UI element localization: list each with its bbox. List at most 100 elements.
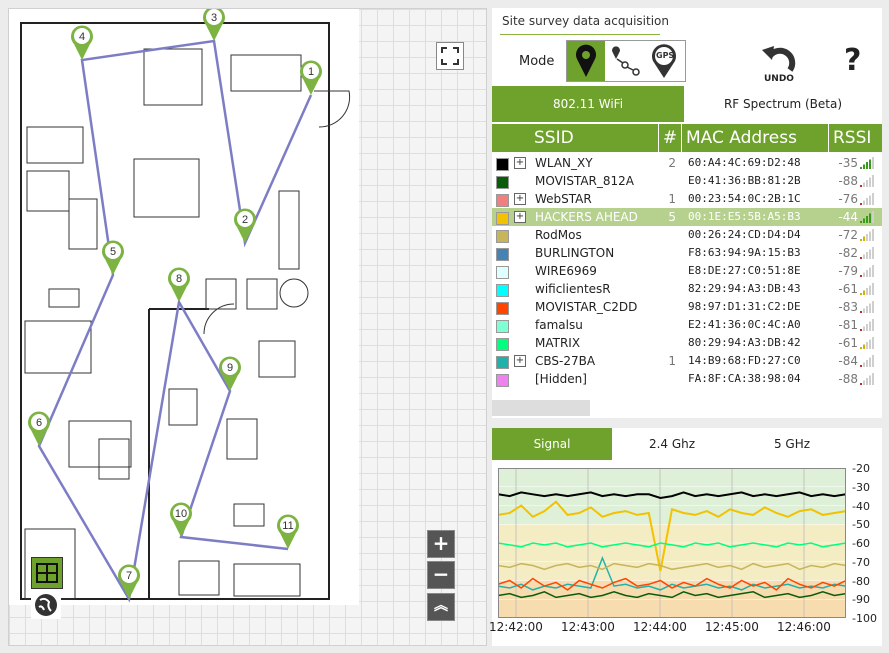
fullscreen-icon [441,47,459,65]
signal-bars-icon [860,355,874,367]
survey-point-label: 6 [36,417,42,429]
expand-button[interactable]: + [514,193,526,205]
mode-gps-button[interactable]: GPS [645,41,683,81]
floorplan-layer-button[interactable] [31,557,63,589]
table-row[interactable]: [Hidden]FA:8F:CA:38:98:04-88 [492,370,882,388]
survey-point-11[interactable]: 11 [277,514,299,549]
x-tick-label: 12:44:00 [633,620,687,634]
rssi-value: -88 [838,174,858,188]
rssi-value: -79 [838,264,858,278]
signal-bars-icon [860,319,874,331]
ssid-name: CBS-27BA [535,354,596,368]
survey-point-label: 10 [175,508,187,520]
header-mac[interactable]: MAC Address [682,124,828,152]
survey-point-4[interactable]: 4 [71,25,93,61]
fullscreen-button[interactable] [436,42,464,70]
mac-address: 14:B9:68:FD:27:C0 [688,354,801,367]
survey-point-9[interactable]: 9 [218,356,241,391]
header-ssid[interactable]: SSID [492,124,658,152]
zoom-in-button[interactable]: + [427,530,455,558]
color-swatch [496,194,509,207]
ssid-name: [Hidden] [535,372,587,386]
color-swatch [496,266,509,279]
header-count[interactable]: # [659,124,681,152]
survey-point-5[interactable]: 5 [102,240,124,275]
survey-point-2[interactable]: 2 [234,208,256,243]
survey-point-label: 11 [282,520,293,532]
x-tick-label: 12:43:00 [561,620,615,634]
series-line-0 [498,491,846,500]
y-tick-label: -40 [852,499,870,513]
color-swatch [496,158,509,171]
ssid-count: 1 [668,354,676,368]
rssi-value: -72 [838,228,858,242]
mode-point-button[interactable] [567,41,605,81]
expand-button[interactable]: + [514,211,526,223]
ssid-name: MATRIX [535,336,581,350]
floorplan-drawing: 1 2 3 4 5 6 7 8 9 10 11 [9,9,359,605]
tab-wifi[interactable]: 802.11 WiFi [492,86,684,122]
help-button[interactable]: ? [844,43,862,78]
rssi-value: -83 [838,300,858,314]
expand-button[interactable]: + [514,157,526,169]
survey-panel: Site survey data acquisition Mode GPS [492,8,882,418]
signal-bars-icon [860,373,874,385]
floorplan-map[interactable]: 1 2 3 4 5 6 7 8 9 10 11 + − ︽ [8,8,487,646]
survey-point-8[interactable]: 8 [168,267,190,302]
y-tick-label: -20 [852,462,870,475]
survey-point-7[interactable]: 7 [118,564,141,599]
mac-address: FA:8F:CA:38:98:04 [688,372,801,385]
survey-point-label: 9 [227,362,233,374]
signal-bars-icon [860,229,874,241]
survey-point-1[interactable]: 1 [300,60,322,95]
survey-point-3[interactable]: 3 [203,9,225,41]
map-pin-icon [576,44,596,77]
world-map-button[interactable] [31,591,61,619]
undo-button[interactable]: UNDO [754,40,804,88]
gps-label: GPS [656,51,675,60]
ssid-name: RodMos [535,228,582,242]
mode-path-button[interactable] [606,41,644,81]
gps-pin-icon [652,44,676,78]
zoom-out-button[interactable]: − [427,561,455,589]
tab-signal[interactable]: Signal [492,428,612,460]
tab-2-4ghz[interactable]: 2.4 Ghz [648,437,696,451]
header-rssi[interactable]: RSSI [829,124,882,152]
rssi-value: -82 [838,246,858,260]
table-scrollbar[interactable] [492,400,590,416]
tab-rf-spectrum[interactable]: RF Spectrum (Beta) [684,86,882,122]
survey-point-10[interactable]: 10 [170,502,192,537]
color-swatch [496,248,509,261]
survey-point-label: 4 [79,31,85,43]
ssid-count: 5 [668,210,676,224]
survey-point-6[interactable]: 6 [28,411,50,446]
mac-address: 98:97:D1:31:C2:DE [688,300,801,313]
color-swatch [496,230,509,243]
table-row[interactable]: MATRIX 80:29:94:A3:DB:42 -61 [492,334,882,352]
signal-bars-icon [860,265,874,277]
ssid-name: wificlientesR [535,282,611,296]
color-swatch [496,320,509,333]
rssi-value: -76 [838,192,858,206]
collapse-button[interactable]: ︽ [427,593,455,621]
mac-address: 80:29:94:A3:DB:42 [688,336,801,349]
mac-address: 82:29:94:A3:DB:43 [688,282,801,295]
rssi-value: -61 [838,336,858,350]
expand-button[interactable]: + [514,355,526,367]
signal-bars-icon [860,337,874,349]
tab-5ghz[interactable]: 5 GHz [773,437,811,451]
color-swatch [496,374,509,387]
ssid-name: WebSTAR [535,192,592,206]
mac-address: E8:DE:27:C0:51:8E [688,264,801,277]
